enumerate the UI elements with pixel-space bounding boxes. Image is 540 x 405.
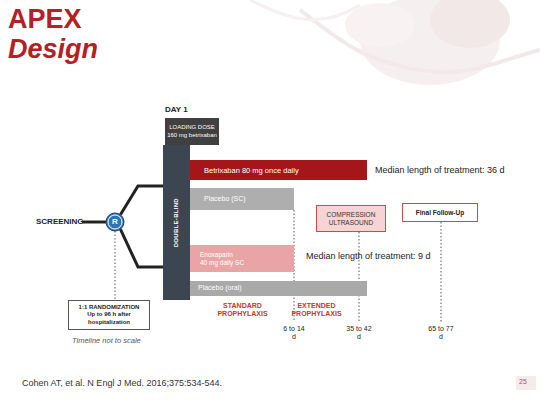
leader-line — [359, 232, 360, 322]
box-text: LOADING DOSE — [169, 124, 215, 131]
randomization-circle: R — [106, 213, 124, 231]
assessment-box: COMPRESSION ULTRASOUND — [316, 205, 386, 232]
vessel — [300, 10, 540, 72]
citation: Cohen AT, et al. N Engl J Med. 2016;375:… — [22, 378, 222, 388]
slide-title: APEX Design — [8, 4, 98, 64]
dotted-connector — [115, 231, 116, 300]
period-label: EXTENDED PROPHYLAXIS — [289, 302, 344, 319]
comparator-bar: Enoxaparin40 mg daily SC — [190, 245, 294, 272]
follow-up-box: Final Follow-Up — [402, 203, 478, 222]
circle-ring — [108, 215, 122, 229]
loading-dose-box: LOADING DOSE160 mg betrixaban — [165, 118, 219, 145]
box-text: Placebo (SC) — [204, 195, 246, 203]
box-text: Enoxaparin — [200, 251, 233, 259]
placebo-bar: Placebo (SC) — [190, 188, 294, 210]
page-number-box — [516, 376, 536, 390]
time-point: 65 to 77 d — [427, 325, 455, 342]
placebo-bar: Placebo (oral) — [190, 281, 367, 296]
treatment-bar: Betrixaban 80 mg once daily — [190, 160, 367, 180]
branch-line — [120, 229, 163, 267]
page-number: 25 — [519, 378, 527, 386]
leader-line — [441, 222, 442, 322]
box-text: 1:1 RANDOMIZATION — [79, 304, 140, 311]
time-point: 35 to 42 d — [345, 325, 373, 342]
heart-shape — [430, 0, 510, 48]
box-subtext: 160 mg betrixaban — [167, 132, 217, 139]
heart-shape — [345, 3, 415, 47]
note-box: 1:1 RANDOMIZATIONUp to 96 h after hospit… — [68, 300, 150, 330]
blinding-bar: DOUBLE-BLIND — [163, 145, 190, 300]
box-text: Betrixaban 80 mg once daily — [204, 166, 299, 175]
scale-note: Timeline not to scale — [72, 336, 141, 345]
box-subtext: Up to 96 h after hospitalization — [72, 311, 146, 325]
box-text: Final Follow-Up — [416, 209, 464, 217]
duration-note: Median length of treatment: 9 d — [306, 251, 431, 262]
box-subtext: 40 mg daily SC — [200, 259, 244, 267]
period-label: STANDARD PROPHYLAXIS — [215, 302, 270, 319]
branch-line — [120, 186, 163, 215]
box-text: DOUBLE-BLIND — [173, 198, 180, 247]
time-point: 6 to 14 d — [282, 325, 306, 342]
heart-illustration — [250, 0, 540, 85]
screening-line — [82, 221, 106, 224]
day-label: DAY 1 — [165, 105, 188, 115]
vessel — [250, 0, 360, 20]
box-text: R — [112, 217, 118, 227]
circle-shape — [106, 213, 124, 231]
box-text: Placebo (oral) — [198, 284, 242, 292]
phase-label: SCREENING — [36, 217, 84, 227]
duration-note: Median length of treatment: 36 d — [375, 165, 505, 176]
box-text: COMPRESSION ULTRASOUND — [324, 211, 378, 227]
